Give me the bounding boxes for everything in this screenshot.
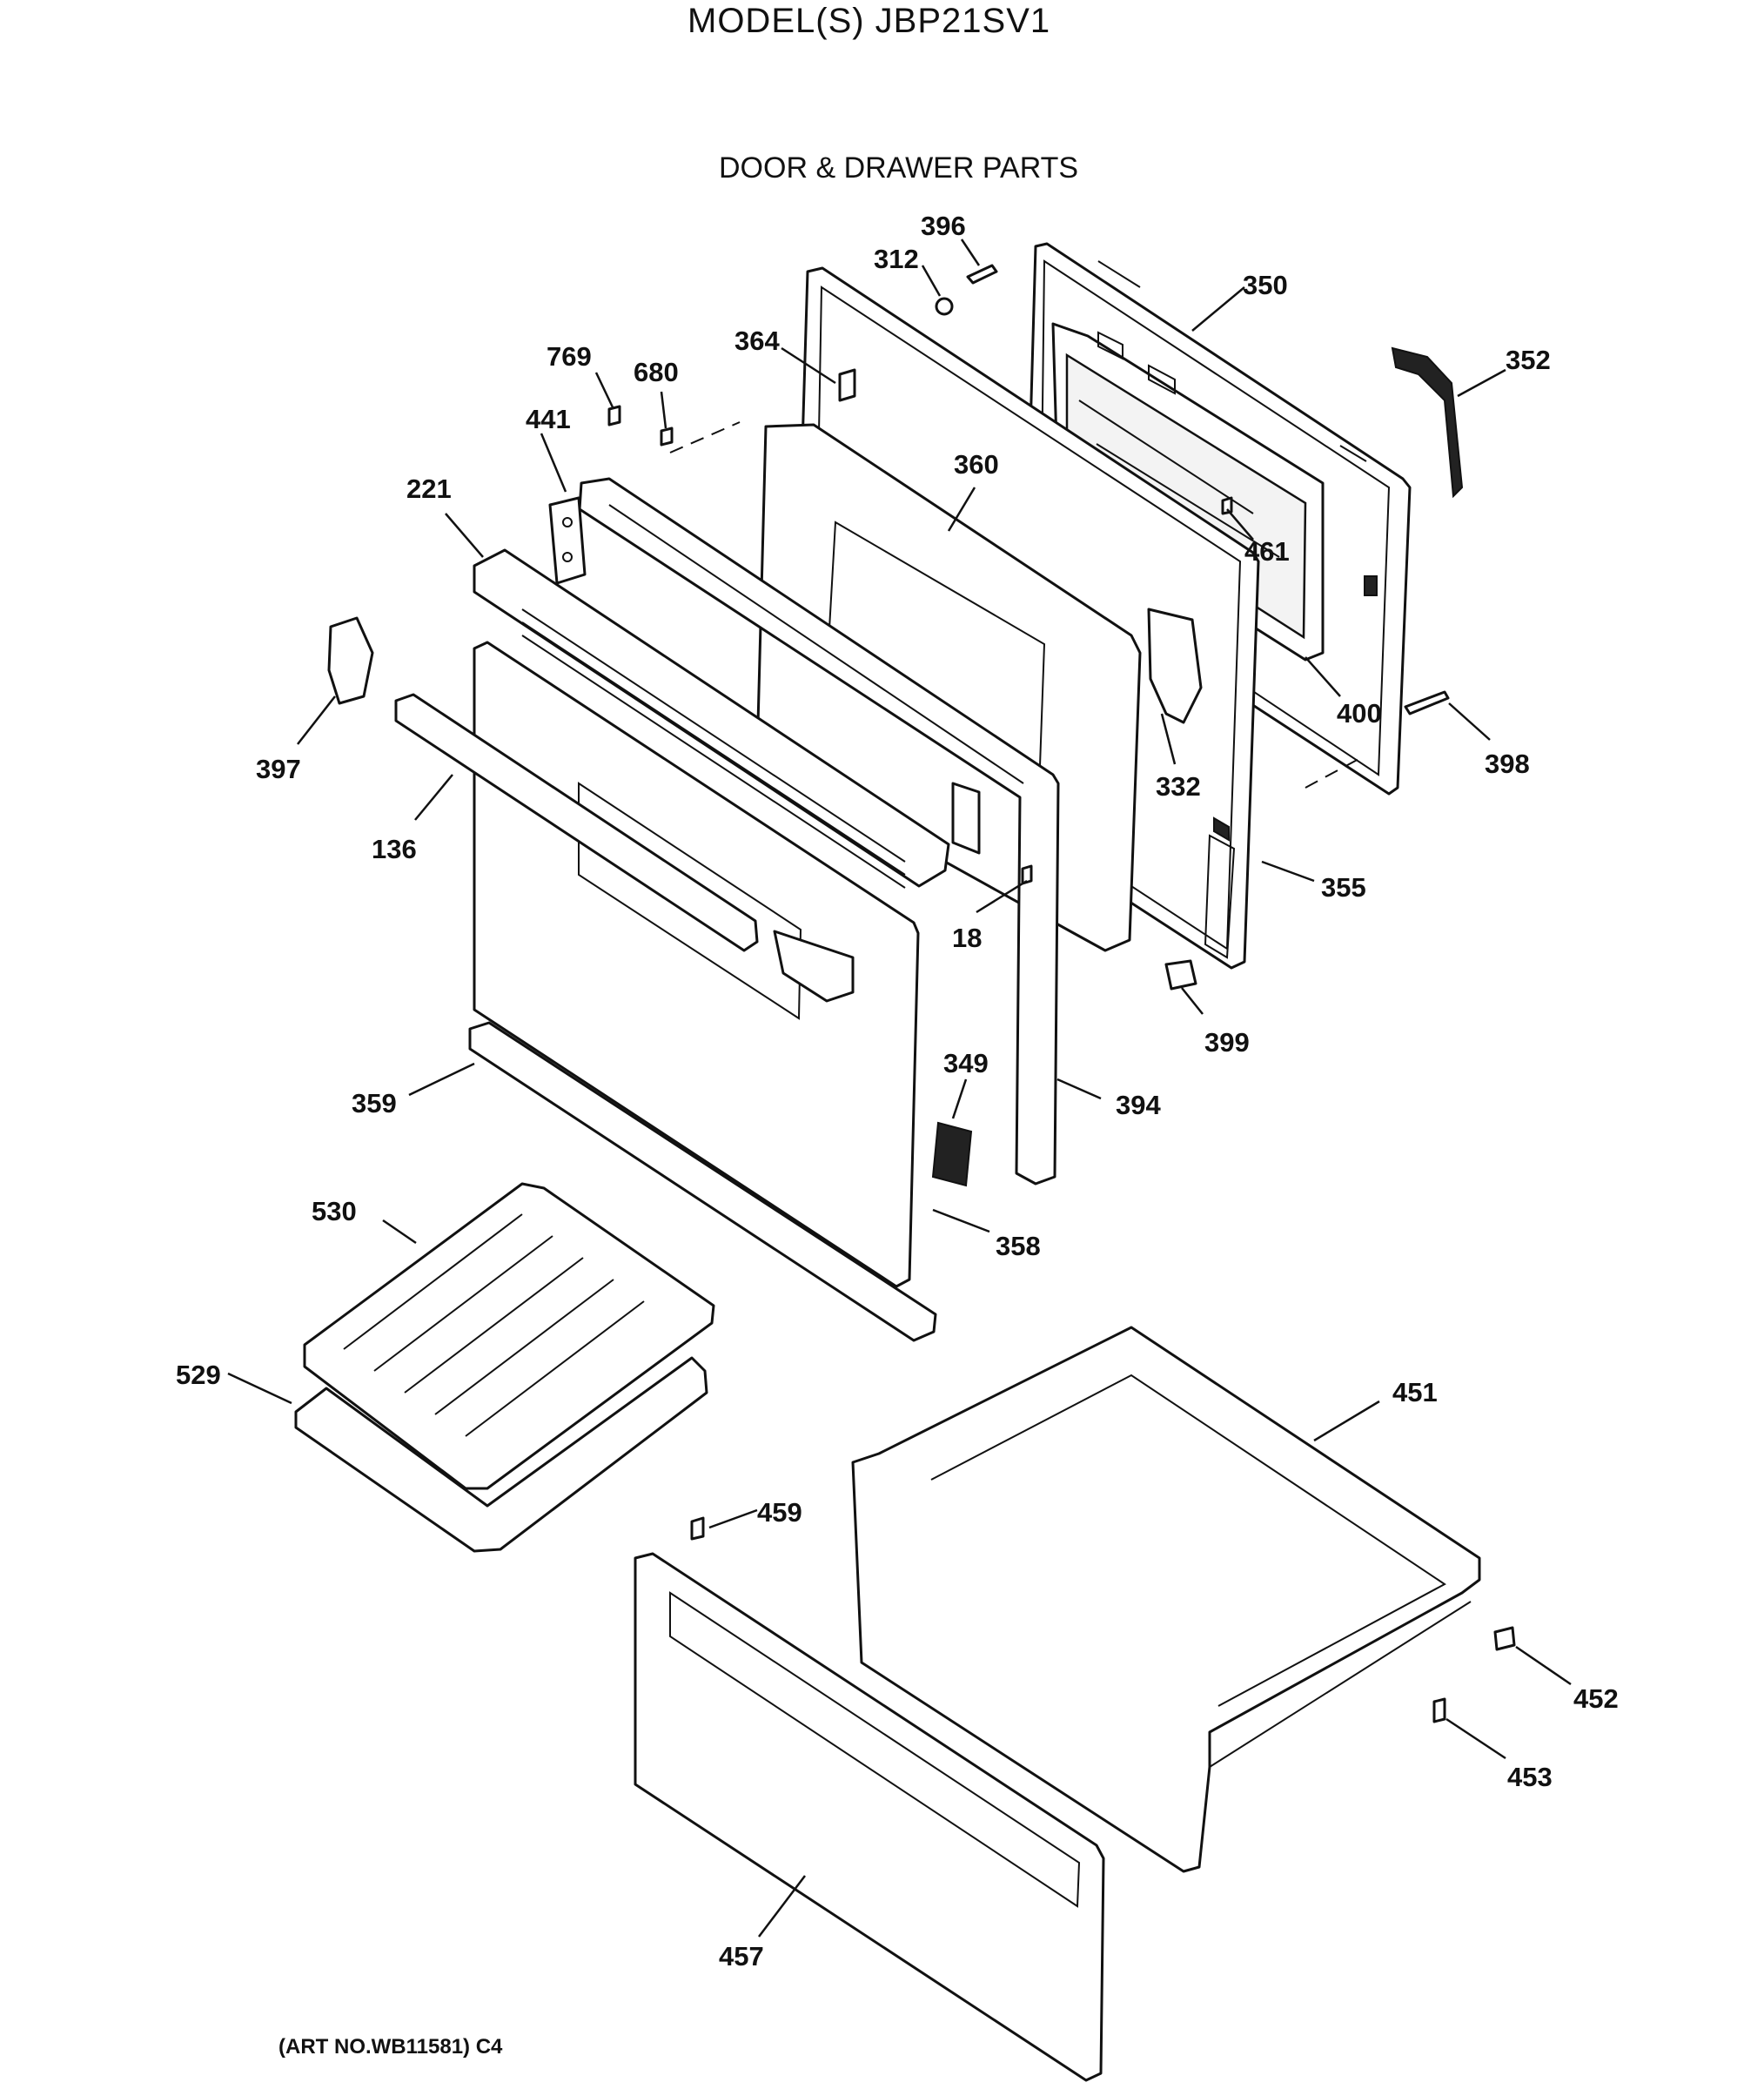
callout-530: 530 — [312, 1196, 357, 1226]
callout-labels: 396 312 350 352 364 769 680 441 360 221 … — [176, 211, 1619, 1971]
drawer-front-457 — [634, 1552, 1105, 2082]
side-trim-397 — [327, 616, 374, 705]
screw-453 — [1432, 1697, 1446, 1723]
foot-399 — [1164, 959, 1197, 991]
callout-680: 680 — [634, 357, 679, 387]
callout-399: 399 — [1204, 1027, 1250, 1058]
baffle-332 — [1147, 608, 1203, 724]
drawer-box-451 — [851, 1326, 1481, 1873]
broiler-pan-529 — [294, 1356, 708, 1553]
insulation-349 — [931, 1121, 973, 1187]
bottom-trim-359 — [468, 1021, 937, 1342]
hinge-441 — [548, 496, 587, 585]
callout-398: 398 — [1485, 749, 1530, 779]
broiler-grid-530 — [303, 1182, 715, 1490]
door-handle-136 — [394, 693, 855, 1003]
leader-lines — [227, 238, 1572, 1938]
model-title: MODEL(S) JBP21SV1 — [687, 2, 1051, 40]
small-hardware — [607, 264, 1450, 885]
door-frame-394 — [578, 477, 1060, 1186]
callout-18: 18 — [952, 923, 982, 953]
callout-453: 453 — [1507, 1762, 1553, 1792]
art-number: (ART NO.WB11581) C4 — [278, 2035, 503, 2059]
callout-360: 360 — [954, 449, 999, 480]
callout-459: 459 — [757, 1497, 802, 1528]
callout-332: 332 — [1156, 771, 1201, 802]
callout-441: 441 — [526, 404, 571, 434]
outer-door-glass-358 — [473, 641, 920, 1288]
callout-355: 355 — [1321, 872, 1366, 903]
drawer-glide-452 — [1493, 1626, 1516, 1651]
callout-397: 397 — [256, 754, 301, 784]
callout-136: 136 — [372, 834, 417, 864]
callout-451: 451 — [1392, 1377, 1438, 1407]
callout-352: 352 — [1506, 345, 1551, 375]
callout-364: 364 — [734, 326, 780, 356]
callout-769: 769 — [547, 341, 592, 372]
vent-trim-221 — [473, 548, 950, 889]
callout-396: 396 — [921, 211, 966, 241]
callout-221: 221 — [406, 474, 452, 504]
callout-394: 394 — [1116, 1090, 1161, 1120]
window-pack-352 — [1391, 346, 1464, 499]
callout-529: 529 — [176, 1360, 221, 1390]
screw-459 — [690, 1516, 705, 1541]
callout-400: 400 — [1337, 698, 1382, 729]
callout-350: 350 — [1243, 270, 1288, 300]
callout-358: 358 — [996, 1231, 1041, 1261]
section-title: DOOR & DRAWER PARTS — [719, 151, 1079, 185]
callout-461: 461 — [1244, 536, 1290, 567]
callout-359: 359 — [352, 1088, 397, 1118]
callout-312: 312 — [874, 244, 919, 274]
callout-457: 457 — [719, 1941, 764, 1971]
callout-349: 349 — [943, 1048, 989, 1078]
callout-452: 452 — [1573, 1683, 1619, 1714]
